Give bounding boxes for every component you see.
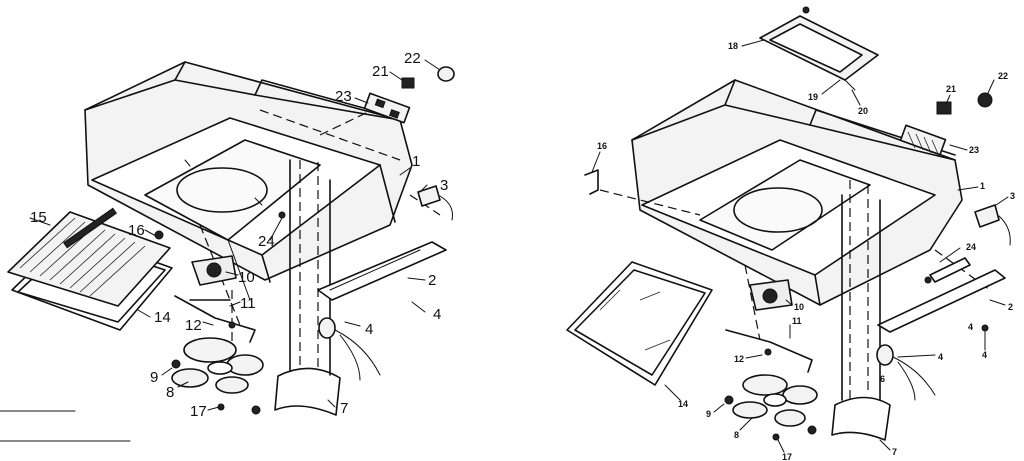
left-label-24: 24: [258, 233, 275, 250]
right-label-10: 10: [794, 302, 804, 312]
right-label-2: 2: [1008, 302, 1013, 312]
right-part-labels: 1 2 3 4 4 4 6 7 8 9 10 11 12 14 16 17 18…: [597, 41, 1015, 461]
left-label-12: 12: [185, 317, 202, 334]
right-label-17: 17: [782, 452, 792, 461]
left-label-4b: 4: [365, 321, 373, 338]
right-label-18: 18: [728, 41, 738, 51]
right-label-6: 6: [880, 374, 885, 384]
left-label-4a: 4: [433, 306, 441, 323]
left-switch-part-3: [417, 185, 453, 221]
left-controls: [319, 66, 455, 136]
left-lamp-socket: [318, 317, 381, 381]
right-leader-lines: [591, 39, 1009, 453]
right-label-12: 12: [734, 354, 744, 364]
right-label-23: 23: [969, 145, 979, 155]
left-label-23: 23: [335, 88, 352, 105]
left-duct-part-7: [274, 159, 341, 416]
right-label-19: 19: [808, 92, 818, 102]
left-label-14: 14: [154, 309, 171, 326]
right-label-21: 21: [946, 84, 956, 94]
left-blower-part-10: [191, 239, 251, 301]
left-label-3: 3: [440, 177, 448, 194]
right-rail-part-2: [877, 257, 1006, 333]
right-label-7: 7: [892, 447, 897, 457]
right-blower-part-10: [749, 279, 793, 311]
left-label-11: 11: [240, 295, 256, 312]
right-top-flange: [759, 6, 879, 91]
right-duct-part-7: [831, 194, 891, 441]
left-fasteners: [154, 211, 286, 415]
left-label-15: 15: [30, 209, 47, 226]
right-label-14: 14: [678, 399, 688, 409]
right-label-16: 16: [597, 141, 607, 151]
right-damper-plate: [699, 159, 871, 251]
right-label-4b: 4: [982, 350, 987, 360]
left-label-7: 7: [340, 400, 348, 417]
right-label-11: 11: [792, 316, 802, 326]
left-label-10: 10: [238, 269, 255, 286]
right-controls: [899, 92, 993, 157]
left-label-21: 21: [372, 63, 389, 80]
left-label-8: 8: [166, 384, 174, 401]
right-label-1: 1: [980, 181, 985, 191]
left-label-17: 17: [190, 403, 207, 420]
left-label-2: 2: [428, 272, 436, 289]
left-exploded-view: 1 2 3 4 4 7 8 9 10 11 12 14 15 16 17 21 …: [0, 50, 455, 442]
left-label-9: 9: [150, 369, 158, 386]
left-label-1: 1: [412, 153, 420, 170]
left-rail-part-2: [317, 241, 447, 301]
right-exploded-view: 1 2 3 4 4 4 6 7 8 9 10 11 12 14 16 17 18…: [566, 6, 1015, 461]
left-part-labels: 1 2 3 4 4 7 8 9 10 11 12 14 15 16 17 21 …: [30, 50, 448, 420]
left-label-16: 16: [128, 222, 145, 239]
right-fasteners: [724, 276, 989, 441]
right-filter-part-14: [566, 261, 713, 386]
right-label-8: 8: [734, 430, 739, 440]
right-label-20: 20: [858, 106, 868, 116]
right-label-4a: 4: [968, 322, 973, 332]
right-label-3: 3: [1010, 191, 1015, 201]
left-grille-part-15: [7, 207, 171, 307]
right-label-9: 9: [706, 409, 711, 419]
left-mounting-lines: [199, 109, 441, 380]
left-fan-blade-part-8: [171, 337, 264, 394]
right-label-22: 22: [998, 71, 1008, 81]
right-bracket-part-16: [584, 169, 599, 195]
right-fan-blade-part-8: [732, 374, 818, 427]
right-bracket-part-11: [725, 329, 813, 373]
left-leader-lines: [0, 59, 441, 442]
right-label-24: 24: [966, 242, 976, 252]
right-switch-part-3: [974, 204, 1011, 246]
right-label-4c: 4: [938, 352, 943, 362]
right-lamp-socket-part-6: [876, 344, 936, 401]
left-label-22: 22: [404, 50, 421, 67]
